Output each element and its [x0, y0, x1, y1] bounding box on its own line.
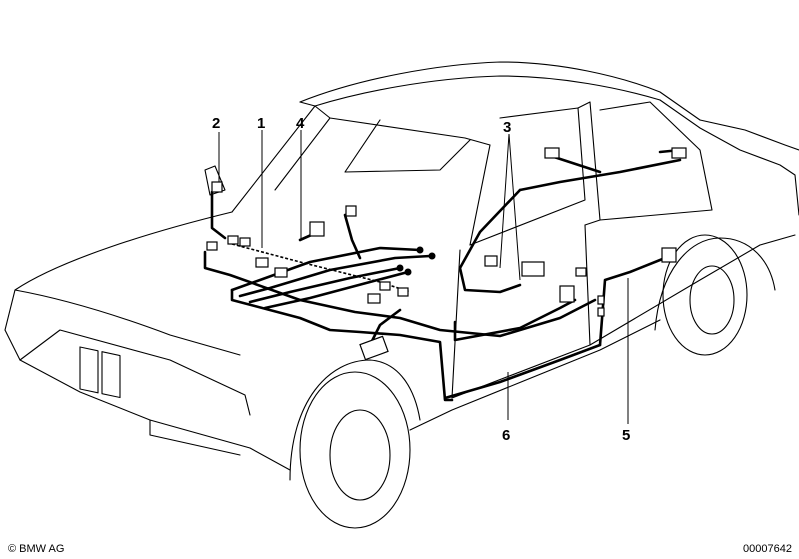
connector-door-front: [559, 285, 575, 303]
copyright-label: © BMW AG: [8, 543, 64, 555]
connector-center-3: [367, 293, 381, 304]
callout-6: 6: [502, 427, 510, 444]
connector-sill-2: [597, 307, 605, 317]
harness-mirror: [210, 190, 227, 240]
side-mirror: [204, 165, 226, 196]
harness-floor: [368, 308, 402, 347]
connector-door-module: [521, 261, 545, 277]
a-pillar: [469, 144, 491, 246]
leader-3b: [508, 133, 521, 281]
callout-1: 1: [257, 115, 265, 132]
callout-leaders: [218, 130, 629, 424]
rear-window: [659, 99, 799, 216]
harness-bundle-3: [248, 266, 402, 304]
body-side-line: [451, 234, 796, 399]
connector-fuse-box: [309, 221, 325, 237]
grille-left: [79, 346, 99, 394]
connector-left-1: [206, 241, 218, 251]
connector-mirror: [211, 181, 223, 193]
windshield: [231, 105, 491, 213]
junction-dot: [396, 264, 404, 272]
hood-crease: [14, 289, 241, 356]
wiring-harness: [203, 147, 687, 402]
connector-steering: [345, 205, 357, 217]
rear-wheel-outer: [662, 234, 748, 356]
front-wheel-outer: [299, 371, 411, 529]
hood: [4, 211, 233, 331]
rear-wheel-arch: [654, 237, 776, 331]
harness-dash-main: [203, 250, 597, 338]
harness-dashed-cable: [231, 243, 411, 293]
connector-b-pillar: [575, 267, 587, 277]
lower-sill: [409, 319, 661, 431]
leader-3a: [499, 133, 510, 269]
harness-c-pillar: [546, 148, 682, 174]
front-bumper: [4, 329, 291, 471]
harness-door-front: [453, 298, 577, 342]
junction-dot: [416, 246, 424, 254]
junction-dot: [404, 268, 412, 276]
harness-a-pillar: [458, 188, 522, 294]
connector-sill-1: [597, 295, 605, 305]
front-fascia: [19, 329, 251, 456]
front-wheel-inner: [329, 409, 391, 501]
connector-left-3: [239, 237, 251, 247]
front-door-window: [469, 107, 586, 246]
roof-front-edge: [299, 75, 661, 107]
harness-rear-door: [598, 256, 667, 347]
callout-4: 4: [296, 115, 305, 132]
grille-right: [101, 351, 121, 399]
connector-left-4: [255, 257, 269, 268]
roof-line: [299, 61, 701, 121]
connector-left-5: [274, 267, 288, 278]
rear-door-window: [599, 101, 713, 221]
harness-bundle-4: [263, 270, 410, 310]
connector-center-1: [379, 281, 391, 291]
harness-sill: [443, 343, 602, 400]
harness-roof: [518, 158, 682, 192]
connector-roof-front: [544, 147, 560, 159]
car-body-outline: [4, 61, 799, 529]
windshield-inner: [274, 117, 471, 191]
connector-left-2: [227, 235, 239, 245]
trunk: [699, 119, 799, 151]
connector-control-unit: [359, 335, 389, 361]
callout-5: 5: [622, 427, 630, 444]
diagram-number: 00007642: [743, 543, 792, 555]
harness-steering: [343, 213, 362, 260]
connector-rear-door: [661, 247, 677, 263]
b-pillar: [577, 101, 601, 226]
callout-2: 2: [212, 115, 220, 132]
junction-dot: [428, 252, 436, 260]
front-wheel-arch: [289, 359, 421, 481]
harness-left-drop: [230, 288, 454, 402]
callouts: 2 1 4 3 6 5: [212, 115, 630, 444]
connector-a-pillar: [484, 255, 498, 267]
connector-roof-rear: [671, 147, 687, 159]
harness-bundle-1: [230, 246, 422, 292]
callout-3: 3: [503, 119, 511, 136]
connector-center-2: [397, 287, 409, 297]
rear-wheel-inner: [689, 265, 735, 335]
